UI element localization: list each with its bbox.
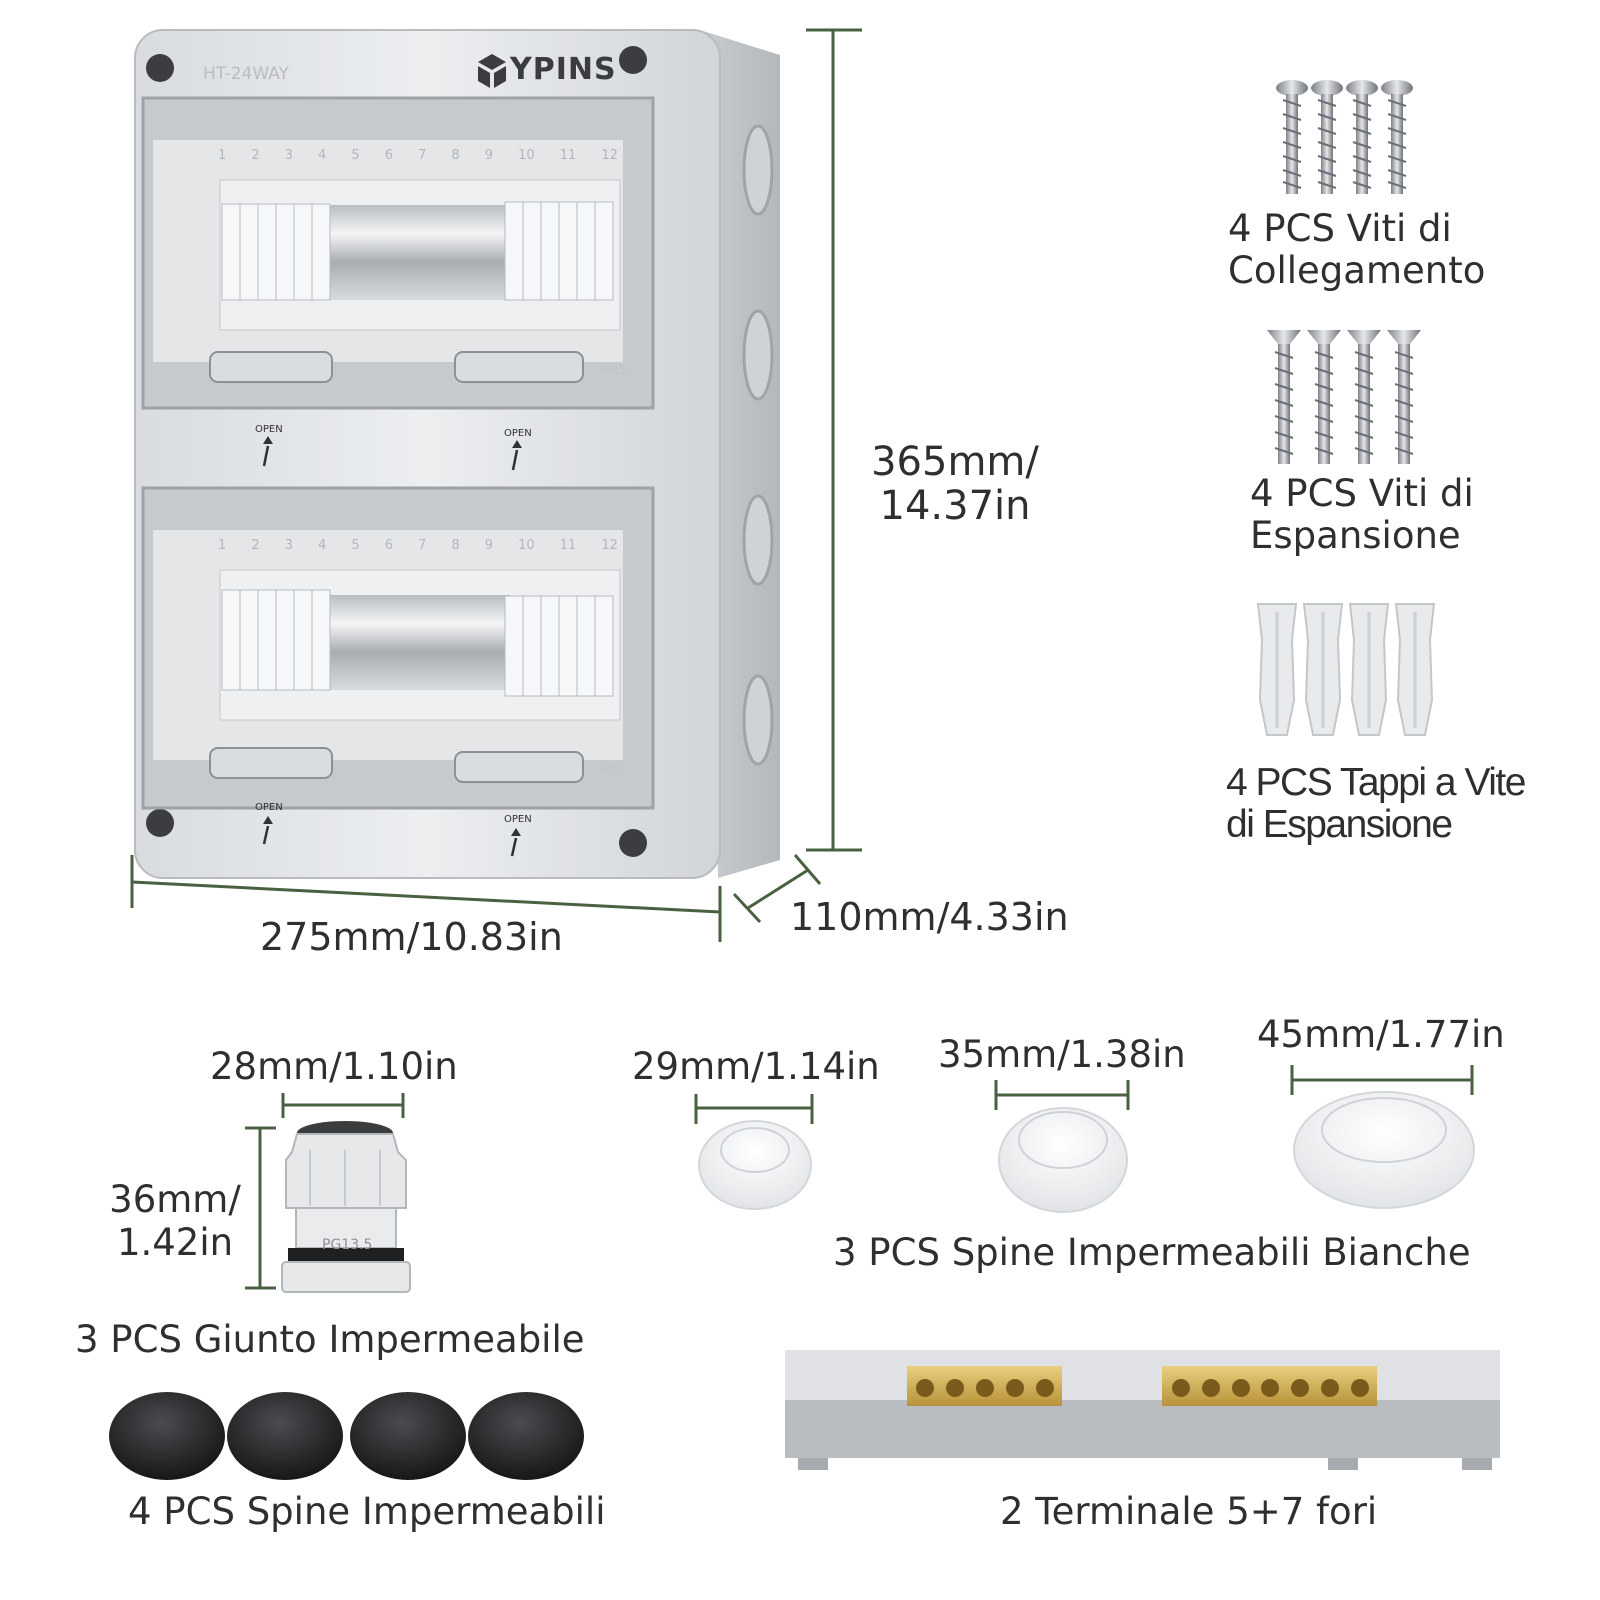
width-dimension-label: 275mm/10.83in bbox=[260, 915, 563, 959]
anchors-label: 4 PCS Tappi a Vite di Espansione bbox=[1226, 761, 1526, 846]
din-number: 1 bbox=[218, 148, 227, 163]
din-number: 3 bbox=[284, 148, 293, 163]
white-plugs-caption: 3 PCS Spine Impermeabili Bianche bbox=[833, 1231, 1471, 1274]
black-plugs bbox=[109, 1392, 584, 1480]
upper-window bbox=[141, 96, 655, 410]
connection-screws-label: 4 PCS Viti di Collegamento bbox=[1228, 207, 1486, 292]
din-numbers-lower: 1 2 3 4 5 6 7 8 9 10 11 12 bbox=[218, 538, 618, 553]
ip-rating-upper: IP65 bbox=[600, 363, 627, 377]
din-numbers-upper: 1 2 3 4 5 6 7 8 9 10 11 12 bbox=[218, 148, 618, 163]
open-arrow-icons bbox=[262, 436, 522, 857]
open-label: OPEN bbox=[255, 424, 283, 435]
din-number: 11 bbox=[559, 538, 577, 553]
gland-width-label: 28mm/1.10in bbox=[210, 1045, 458, 1088]
plug-medium-size-label: 35mm/1.38in bbox=[938, 1033, 1186, 1076]
din-number: 12 bbox=[601, 538, 618, 553]
black-plugs-caption: 4 PCS Spine Impermeabili bbox=[128, 1490, 606, 1533]
din-number: 8 bbox=[451, 538, 460, 553]
dimension-lines bbox=[130, 28, 862, 942]
plug-small-size-label: 29mm/1.14in bbox=[632, 1045, 880, 1088]
din-number: 5 bbox=[351, 148, 360, 163]
open-label: OPEN bbox=[504, 428, 532, 439]
din-number: 3 bbox=[284, 538, 293, 553]
distribution-box bbox=[134, 29, 780, 879]
gland-thread-label: PG13.5 bbox=[322, 1237, 373, 1253]
din-number: 4 bbox=[318, 148, 327, 163]
din-number: 8 bbox=[451, 148, 460, 163]
cable-gland bbox=[245, 1093, 411, 1293]
wall-anchors bbox=[1256, 603, 1436, 736]
din-number: 5 bbox=[351, 538, 360, 553]
depth-dimension-label: 110mm/4.33in bbox=[790, 895, 1069, 939]
expansion-screws bbox=[1267, 330, 1421, 464]
terminal-caption: 2 Terminale 5+7 fori bbox=[1000, 1490, 1378, 1533]
din-number: 12 bbox=[601, 148, 618, 163]
brass-bar-5 bbox=[907, 1366, 1062, 1406]
din-number: 4 bbox=[318, 538, 327, 553]
terminal-block bbox=[785, 1350, 1500, 1470]
din-number: 2 bbox=[251, 538, 260, 553]
gland-height-label: 36mm/ 1.42in bbox=[109, 1178, 241, 1264]
gland-caption: 3 PCS Giunto Impermeabile bbox=[75, 1318, 585, 1361]
din-number: 9 bbox=[484, 148, 494, 163]
white-plugs bbox=[694, 1065, 1475, 1213]
din-number: 11 bbox=[559, 148, 577, 163]
plug-large-size-label: 45mm/1.77in bbox=[1257, 1013, 1505, 1056]
din-number: 10 bbox=[518, 148, 535, 163]
brass-bar-7 bbox=[1162, 1366, 1377, 1406]
lower-window bbox=[141, 486, 655, 810]
din-number: 7 bbox=[418, 148, 427, 163]
ypins-logo-icon bbox=[478, 54, 506, 88]
din-number: 1 bbox=[218, 538, 227, 553]
expansion-screws-label: 4 PCS Viti di Espansione bbox=[1250, 472, 1474, 557]
brand-label: YPINS bbox=[510, 52, 617, 87]
side-knockouts bbox=[742, 124, 774, 766]
open-label: OPEN bbox=[504, 814, 532, 825]
din-number: 9 bbox=[484, 538, 494, 553]
connection-screws bbox=[1276, 80, 1413, 194]
height-dimension-label: 365mm/ 14.37in bbox=[871, 439, 1039, 529]
ip-rating-lower: IP65 bbox=[600, 761, 627, 775]
din-number: 6 bbox=[384, 148, 393, 163]
din-number: 6 bbox=[384, 538, 393, 553]
din-number: 10 bbox=[518, 538, 535, 553]
model-label: HT-24WAY bbox=[203, 64, 289, 84]
din-number: 2 bbox=[251, 148, 260, 163]
open-label: OPEN bbox=[255, 802, 283, 813]
din-number: 7 bbox=[418, 538, 427, 553]
